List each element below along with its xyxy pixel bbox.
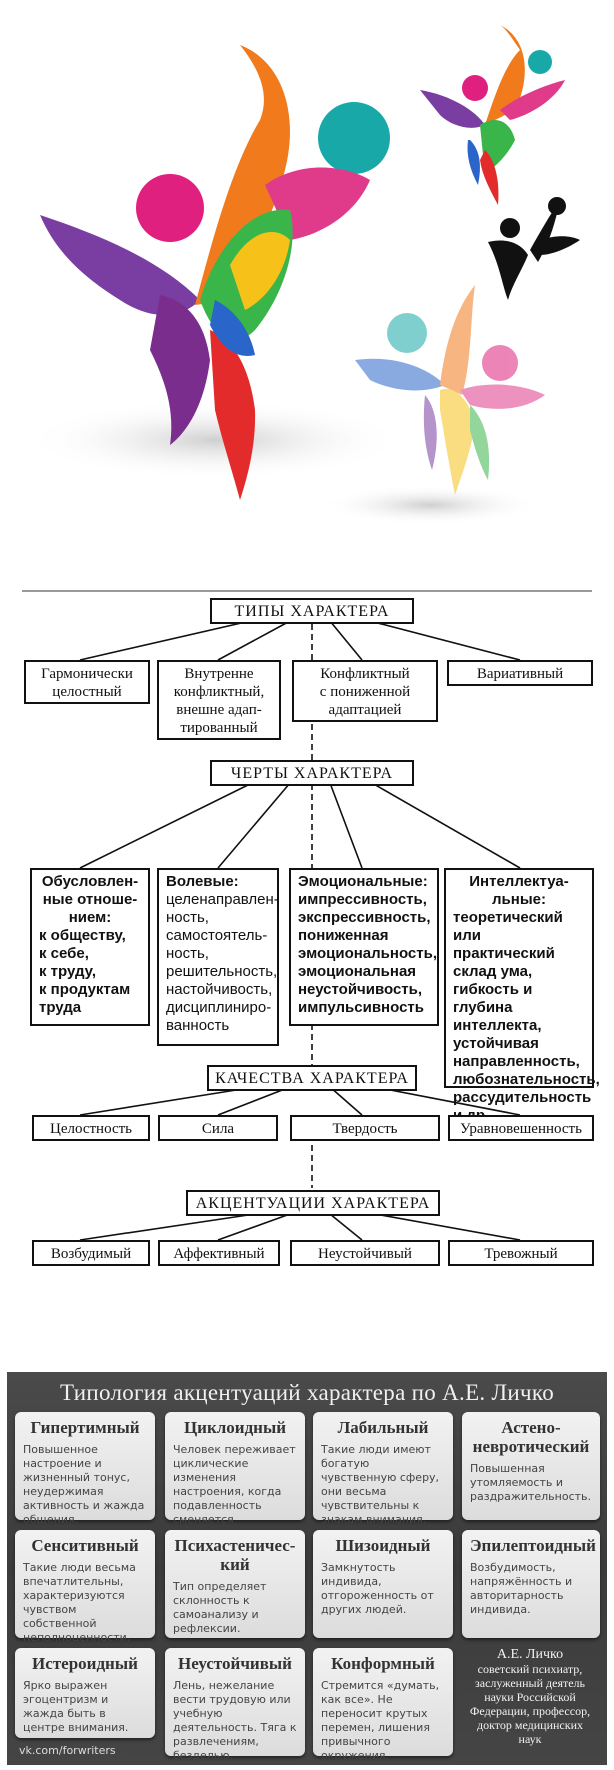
lichko-typology-panel: Типология акцентуаций характера по А.Е. …: [7, 1372, 607, 1765]
trait-head-intellectual: Интеллектуа- льные:: [469, 873, 569, 908]
card-title: Лабильный: [337, 1418, 429, 1437]
card-text: Замкнутость индивида, отгороженность от …: [321, 1561, 434, 1616]
card-title: Истероидный: [32, 1654, 138, 1673]
card-text: Возбудимость, напряжённость и авторитарн…: [470, 1561, 573, 1616]
accentuations-title: АКЦЕНТУАЦИИ ХАРАКТЕРА: [186, 1190, 440, 1216]
diagram-connectors: [22, 590, 592, 1241]
card-title: Психастеничес- кий: [174, 1536, 296, 1574]
dancing-figures-illustration: [25, 25, 580, 525]
pastel-figure: [355, 285, 545, 495]
trait-head-volitional: Волевые:: [166, 873, 239, 890]
trait-box-intellectual: Интеллектуа- льные: теоретический или пр…: [444, 868, 600, 1124]
large-figure: [40, 45, 390, 500]
bio-name: А.Е. Личко: [496, 1647, 564, 1662]
trait-box-emotional: Эмоциональные: импрессивность, экспресси…: [289, 868, 439, 1026]
card-title: Неустойчивый: [178, 1654, 292, 1673]
card-conformal: Конформный Стремится «думать, как все». …: [313, 1648, 453, 1762]
card-text: Ярко выражен эгоцентризм и жажда быть в …: [23, 1679, 129, 1734]
card-text: Лень, нежелание вести трудовую или учебн…: [173, 1679, 297, 1762]
card-text: Такие люди весьма впечатлительны, характ…: [23, 1561, 136, 1658]
card-sensitive: Сенситивный Такие люди весьма впечатлите…: [15, 1530, 155, 1658]
card-text: Повышенная утомляемость и раздражительно…: [470, 1462, 592, 1503]
trait-body-relation: к обществу, к себе, к труду, к продуктам…: [39, 927, 131, 1016]
card-title: Конформный: [331, 1654, 435, 1673]
qualities-title: КАЧЕСТВА ХАРАКТЕРА: [207, 1065, 417, 1091]
type-box-4: Вариативный: [447, 660, 593, 686]
trait-body-intellectual: теоретический или практический склад ума…: [453, 909, 600, 1124]
type-box-3: Конфликтный с пониженной адаптацией: [292, 660, 438, 722]
quality-box-2: Сила: [158, 1115, 278, 1141]
card-cycloid: Циклоидный Человек переживает циклически…: [165, 1412, 305, 1554]
card-schizoid: Шизоидный Замкнутость индивида, отгороже…: [313, 1530, 453, 1638]
trait-box-volitional: Волевые: целенаправлен- ность, самостоят…: [157, 868, 279, 1046]
card-text: Повышенное настроение и жизненный тонус,…: [23, 1443, 145, 1526]
types-title: ТИПЫ ХАРАКТЕРА: [210, 598, 414, 624]
card-psychasthenic: Психастеничес- кий Тип определяет склонн…: [165, 1530, 305, 1638]
accent-box-2: Аффективный: [158, 1240, 280, 1266]
panel-title: Типология акцентуаций характера по А.Е. …: [59, 1380, 555, 1405]
quality-box-1: Целостность: [32, 1115, 150, 1141]
card-title: Астено- невротический: [472, 1418, 590, 1456]
card-title: Эпилептоидный: [470, 1536, 596, 1555]
quality-box-4: Уравновешенность: [448, 1115, 594, 1141]
character-diagram: ТИПЫ ХАРАКТЕРА Гармонически целостный Вн…: [0, 590, 614, 1370]
card-title: Шизоидный: [335, 1536, 431, 1555]
trait-body-emotional: импрессивность, экспрессивность, понижен…: [298, 891, 438, 1016]
type-box-2: Внутренне конфликтный, внешне адап- тиро…: [157, 660, 281, 740]
type-box-1: Гармонически целостный: [24, 660, 150, 704]
trait-head-emotional: Эмоциональные:: [298, 873, 428, 890]
traits-title: ЧЕРТЫ ХАРАКТЕРА: [210, 760, 414, 786]
card-epileptoid: Эпилептоидный Возбудимость, напряжённост…: [462, 1530, 600, 1638]
card-hyperthymic: Гипертимный Повышенное настроение и жизн…: [15, 1412, 155, 1526]
card-title: Гипертимный: [30, 1418, 140, 1437]
card-hysteroid: Истероидный Ярко выражен эгоцентризм и ж…: [15, 1648, 155, 1738]
card-unstable: Неустойчивый Лень, нежелание вести трудо…: [165, 1648, 305, 1762]
card-title: Циклоидный: [183, 1418, 287, 1437]
silhouette-figure: [488, 197, 580, 300]
card-labile: Лабильный Такие люди имеют богатую чувст…: [313, 1412, 453, 1526]
quality-box-3: Твердость: [290, 1115, 440, 1141]
accent-box-1: Возбудимый: [32, 1240, 150, 1266]
card-text: Стремится «думать, как все». Не переноси…: [321, 1679, 440, 1762]
accent-box-4: Тревожный: [448, 1240, 594, 1266]
trait-head-relation: Обусловлен- ные отноше- нием:: [41, 873, 139, 926]
bio-text: советский психиатр, заслуженный деятель …: [469, 1662, 591, 1746]
small-figure-top: [420, 25, 565, 205]
source-link[interactable]: vk.com/forwriters: [19, 1744, 116, 1757]
accent-box-3: Неустойчивый: [290, 1240, 440, 1266]
lichko-bio: А.Е. Личко советский психиатр, заслуженн…: [465, 1647, 595, 1747]
trait-box-relation: Обусловлен- ные отноше- нием: к обществу…: [30, 868, 150, 1026]
card-text: Такие люди имеют богатую чувственную сфе…: [321, 1443, 440, 1526]
trait-body-volitional: целенаправлен- ность, самостоятель- ност…: [166, 891, 279, 1034]
card-text: Тип определяет склонность к самоанализу …: [173, 1580, 267, 1635]
card-asthenoneurotic: Астено- невротический Повышенная утомляе…: [462, 1412, 600, 1520]
card-title: Сенситивный: [31, 1536, 139, 1555]
